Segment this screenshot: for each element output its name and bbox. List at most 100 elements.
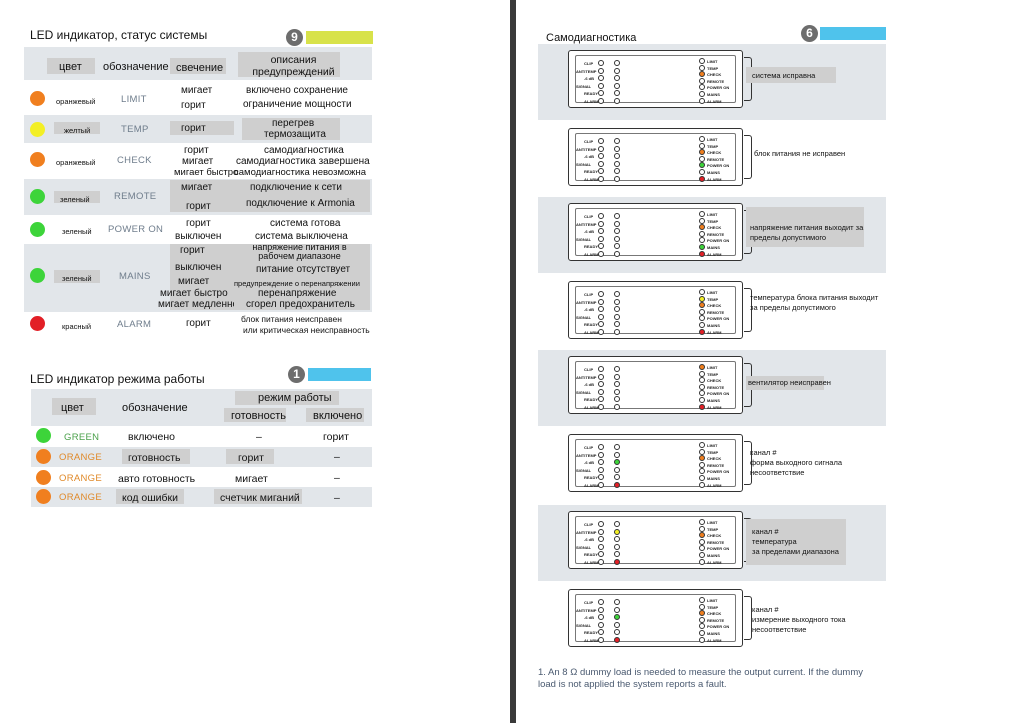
panel-label: ALARM (707, 482, 722, 488)
led-indicator (699, 403, 705, 410)
led-indicator (699, 58, 705, 64)
led-indicator (699, 364, 705, 370)
panel-label: ALARM (707, 329, 722, 335)
panel-label: READY (584, 91, 599, 97)
led-indicator (598, 482, 604, 488)
led-indicator (699, 616, 705, 623)
panel-label: READY (584, 475, 599, 481)
panel-label: READY (584, 322, 599, 328)
led-indicator (699, 155, 705, 162)
led-indicator (699, 302, 705, 309)
led-indicator (699, 224, 705, 231)
panel-label: CLIP (584, 367, 594, 372)
diag-section-title: Самодиагностика (546, 32, 637, 44)
panel-label: LIMIT (707, 59, 718, 64)
panel-label: READY (584, 244, 599, 250)
panel-label: -6 dB (584, 76, 594, 82)
status-led-dot (30, 316, 45, 331)
panel-label: ALARM (707, 176, 722, 182)
mode-header-designation: обозначение (122, 402, 188, 414)
panel-label: ALARM (707, 637, 722, 643)
panel-label: CHECK (707, 456, 722, 462)
led-indicator (598, 536, 604, 543)
led-indicator (699, 603, 705, 610)
panel-label: POWER ON (707, 469, 730, 475)
panel-label: REMOTE (707, 231, 725, 237)
panel-label: ALARM (707, 559, 722, 565)
led-indicator (614, 306, 620, 313)
status-header-description: описания предупреждений (252, 54, 335, 78)
led-indicator (699, 383, 705, 390)
panel-label: LIMIT (707, 443, 718, 448)
panel-label: TEMP (707, 449, 719, 455)
led-indicator (598, 444, 604, 450)
panel-label: ALARM (584, 483, 599, 488)
led-indicator (614, 559, 620, 565)
panel-label: READY (584, 552, 599, 558)
panel-label: -6 dB (584, 382, 594, 388)
led-indicator (598, 60, 604, 66)
led-indicator (614, 521, 620, 527)
panel-label: POWER ON (707, 238, 730, 244)
led-indicator (598, 521, 604, 527)
panel-label: SIGNAL (576, 389, 592, 395)
led-indicator (614, 60, 620, 66)
panel-label: CHECK (707, 611, 722, 617)
led-indicator (699, 84, 705, 91)
led-indicator (614, 153, 620, 160)
led-indicator (598, 528, 604, 535)
led-indicator (598, 606, 604, 613)
led-indicator (699, 64, 705, 71)
led-indicator (699, 211, 705, 217)
panel-label: ALARM (584, 99, 599, 104)
led-indicator (598, 228, 604, 235)
led-indicator (614, 536, 620, 543)
panel-label: ALARM (584, 405, 599, 410)
led-indicator (699, 328, 705, 335)
led-indicator (699, 97, 705, 104)
panel-label: LIMIT (707, 212, 718, 217)
led-indicator (614, 614, 620, 621)
panel-label: ANTITEMP (576, 529, 597, 535)
led-indicator (598, 396, 604, 403)
panel-label: -6 dB (584, 460, 594, 466)
mode-header-on: включено (313, 410, 363, 422)
panel-label: REMOTE (707, 156, 725, 162)
led-indicator (699, 475, 705, 481)
led-indicator (699, 370, 705, 377)
led-indicator (699, 71, 705, 78)
led-indicator (614, 599, 620, 605)
led-indicator (614, 381, 620, 388)
panel-label: SIGNAL (576, 161, 592, 167)
panel-label: LIMIT (707, 290, 718, 295)
diag-description: система исправна (752, 71, 816, 80)
led-indicator (699, 289, 705, 295)
led-indicator (699, 610, 705, 617)
panel-label: SIGNAL (576, 544, 592, 550)
panel-label: MAINS (707, 398, 720, 403)
panel-label: TEMP (707, 604, 719, 610)
led-indicator (699, 390, 705, 397)
panel-label: TEMP (707, 526, 719, 532)
led-indicator (699, 481, 705, 488)
led-indicator (598, 243, 604, 250)
led-indicator (598, 298, 604, 305)
led-indicator (598, 82, 604, 89)
led-indicator (614, 168, 620, 175)
panel-label: SIGNAL (576, 236, 592, 242)
panel-label: CLIP (584, 600, 594, 605)
mode-led-dot (36, 428, 51, 443)
led-indicator (699, 136, 705, 142)
panel-label: MAINS (707, 170, 720, 175)
led-indicator (699, 175, 705, 182)
led-indicator (598, 637, 604, 643)
led-indicator (614, 444, 620, 450)
panel-label: LIMIT (707, 137, 718, 142)
panel-label: ANTITEMP (576, 607, 597, 613)
panel-label: ALARM (707, 251, 722, 257)
panel-label: CHECK (707, 225, 722, 231)
